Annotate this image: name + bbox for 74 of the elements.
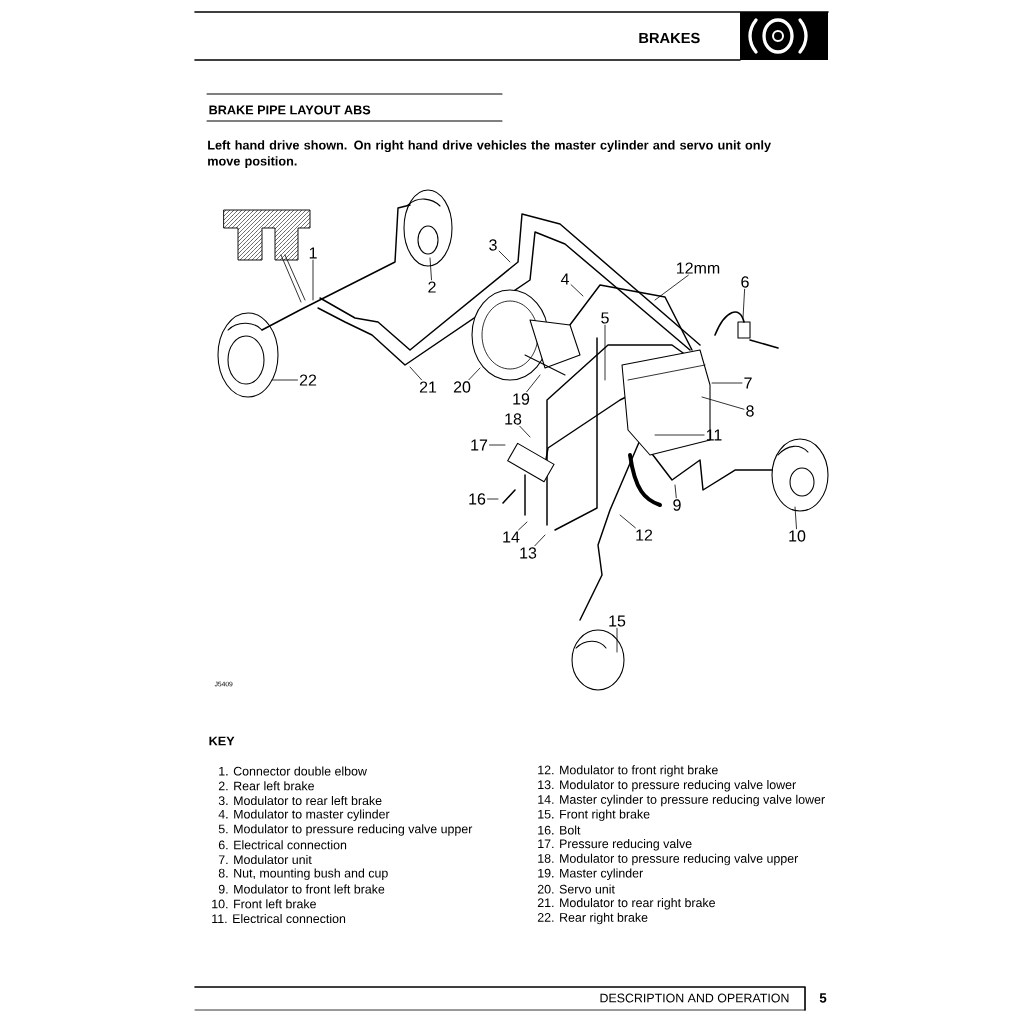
leader-line xyxy=(487,498,499,500)
leader-line xyxy=(429,257,432,281)
callout-number: 10 xyxy=(789,530,806,542)
leader-line xyxy=(654,434,705,436)
leader-line xyxy=(654,274,689,301)
title: BRAKE PIPE LAYOUT ABS xyxy=(209,105,371,115)
callout-number: 3 xyxy=(489,239,497,251)
leader-line xyxy=(674,484,677,499)
key-item: 4. Modulator to master cylinder xyxy=(218,809,390,821)
key-item: 18. Modulator to pressure reducing valve upper xyxy=(538,853,799,866)
leader-line xyxy=(604,324,606,381)
callout-number: 16 xyxy=(469,493,486,505)
leader-line xyxy=(468,367,481,381)
callout-number: 11 xyxy=(706,429,722,441)
callout-number: 15 xyxy=(609,615,626,627)
callout-number: 4 xyxy=(560,273,569,285)
callout-number: 18 xyxy=(505,413,522,425)
leader-line xyxy=(534,534,546,547)
leader-line xyxy=(794,506,797,530)
key-item: 12. Modulator to front right brake xyxy=(538,765,718,777)
leader-line xyxy=(742,288,745,319)
leader-line xyxy=(519,425,531,438)
callout-number: 21 xyxy=(419,381,437,393)
callout-number: 22 xyxy=(299,374,317,386)
callout-number: 17 xyxy=(471,439,488,451)
key-item: 9. Modulator to front left brake xyxy=(218,884,385,894)
callout-number: 5 xyxy=(601,312,609,324)
leader-line xyxy=(498,250,511,263)
key-item: 22. Rear right brake xyxy=(537,912,648,925)
leader-line xyxy=(616,627,618,653)
key-item: 5. Modulator to pressure reducing valve upper xyxy=(218,824,473,836)
callout-number: 6 xyxy=(741,276,749,288)
section-heading: BRAKES xyxy=(639,32,700,44)
key-item: 11. Electrical connection xyxy=(212,913,346,924)
callout-number: 2 xyxy=(428,281,436,293)
callout-number: 12mm xyxy=(677,262,720,274)
key-item: 17. Pressure reducing valve xyxy=(538,839,692,851)
key-item: 6. Electrical connection xyxy=(218,840,347,850)
key-item: 2. Rear left brake xyxy=(218,781,314,791)
key-item: 20. Servo unit xyxy=(537,884,615,894)
leader-line xyxy=(619,514,636,529)
leader-line xyxy=(409,366,422,381)
leader-line xyxy=(271,379,298,381)
key-item: 16. Bolt xyxy=(538,825,581,835)
key-item: 10. Front left brake xyxy=(212,899,316,909)
key-item: 15. Front right brake xyxy=(538,809,650,821)
callout-number: 7 xyxy=(744,377,752,389)
key-item: 1. Connector double elbow xyxy=(219,766,367,776)
key-item: 14. Master cylinder to pressure reducing valve lower xyxy=(538,794,825,807)
key-item: 21. Modulator to rear right brake xyxy=(537,898,715,910)
leader-line xyxy=(711,382,743,384)
key-heading: KEY xyxy=(209,736,235,746)
callout-number: 14 xyxy=(503,531,520,543)
page-number: 5 xyxy=(819,993,827,1003)
key-item: 13. Modulator to pressure reducing valve lower xyxy=(538,780,796,792)
callout-number: 19 xyxy=(513,393,530,405)
leader-line xyxy=(526,374,541,393)
callout-number: 12 xyxy=(636,529,653,541)
leader-line xyxy=(570,284,584,297)
callout-number: 13 xyxy=(520,547,537,559)
leader-line xyxy=(701,396,745,410)
callout-number: 20 xyxy=(453,381,471,393)
key-item: 19. Master cylinder xyxy=(538,868,643,880)
key-item: 7. Modulator unit xyxy=(218,854,312,865)
callout-number: 1 xyxy=(309,247,317,259)
note: Left hand drive shown. On right hand drive vehicles the master cylinder and servo unit only move position. xyxy=(208,140,771,169)
leader-line xyxy=(518,521,528,531)
leader-line xyxy=(489,444,506,446)
footer-text: DESCRIPTION AND OPERATION xyxy=(600,993,789,1003)
key-item: 3. Modulator to rear left brake xyxy=(218,795,382,806)
callout-number: 8 xyxy=(746,405,754,417)
callout-number: 9 xyxy=(673,499,681,511)
leader-line xyxy=(312,259,314,301)
key-item: 8. Nut, mounting bush and cup xyxy=(218,868,388,880)
